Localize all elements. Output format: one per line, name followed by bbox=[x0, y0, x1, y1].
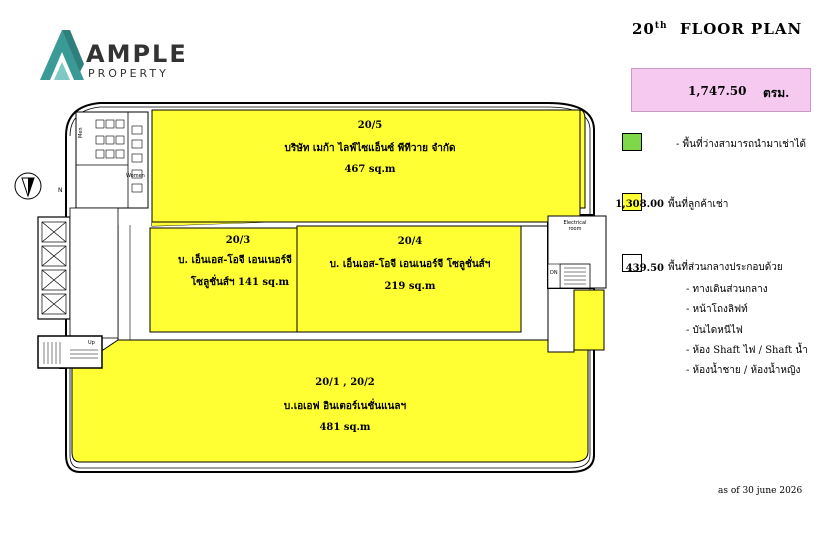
logo-subtitle: PROPERTY bbox=[88, 67, 169, 80]
common-item-corridor: - ทางเดินส่วนกลาง bbox=[686, 284, 768, 295]
room-men-label: Men bbox=[78, 127, 84, 138]
unit-20-1-tenant: บ.เอเอฟ อินเตอร์เนชั่นแนลฯ bbox=[283, 401, 407, 412]
unit-20-1-id: 20/1 , 20/2 bbox=[315, 377, 375, 388]
legend-swatch-leased bbox=[622, 193, 642, 211]
north-label: N bbox=[58, 187, 63, 194]
room-women-label: Women bbox=[126, 173, 145, 179]
unit-20-1-annex bbox=[573, 289, 605, 351]
common-item-lift-lobby: - หน้าโถงลิฟท์ bbox=[686, 304, 748, 315]
unit-20-5-tenant: บริษัท เมก้า ไลฟ์ไซแอ็นซ์ พีทีวาย จำกัด bbox=[284, 143, 456, 154]
legend-text-leased: พื้นที่ลูกค้าเช่า bbox=[668, 199, 729, 210]
legend-text-common: พื้นที่ส่วนกลางประกอบด้วย bbox=[668, 262, 783, 273]
unit-20-3-id: 20/3 bbox=[225, 235, 251, 246]
common-item-shaft: - ห้อง Shaft ไฟ / Shaft น้ำ bbox=[686, 345, 808, 356]
legend-swatch-common bbox=[622, 254, 642, 272]
unit-20-5-id: 20/5 bbox=[357, 120, 383, 131]
unit-20-4-area-label: 219 sq.m bbox=[384, 281, 436, 292]
unit-20-3-area bbox=[149, 227, 298, 333]
north-arrow-icon bbox=[14, 172, 42, 200]
ample-logo-icon bbox=[40, 30, 84, 80]
room-electrical-label: Electrical room bbox=[563, 220, 587, 232]
unit-20-3-tenant: บ. เอ็นเอส-โอจี เอนเนอร์จี bbox=[178, 255, 292, 266]
common-item-fire-stair: - บันไดหนีไฟ bbox=[686, 325, 743, 336]
stair-up-label: Up bbox=[88, 340, 95, 346]
as-of-date: as of 30 june 2026 bbox=[718, 486, 803, 496]
unit-20-4-area bbox=[296, 225, 522, 333]
unit-20-1-area-label: 481 sq.m bbox=[319, 422, 371, 433]
legend-text-available: - พื้นที่ว่างสามารถนำมาเช่าได้ bbox=[676, 139, 807, 150]
page-title: 20th FLOOR PLAN bbox=[632, 20, 803, 38]
total-area-value: 1,747.50 bbox=[688, 84, 747, 98]
logo-wordmark: AMPLE bbox=[86, 40, 188, 68]
legend-num-leased: 1,308.00 bbox=[615, 199, 664, 210]
unit-20-1-area bbox=[71, 339, 589, 463]
unit-20-4-tenant: บ. เอ็นเอส-โอจี เอนเนอร์จี โซลูชั่นส์ฯ bbox=[329, 259, 491, 270]
stair-dn-label: DN bbox=[550, 270, 558, 276]
total-area-unit: ตรม. bbox=[763, 86, 790, 100]
unit-20-5-area-label: 467 sq.m bbox=[344, 164, 396, 175]
unit-20-4-id: 20/4 bbox=[397, 236, 423, 247]
total-area-box bbox=[631, 68, 811, 112]
common-item-toilets: - ห้องน้ำชาย / ห้องน้ำหญิง bbox=[686, 365, 801, 376]
legend-swatch-available bbox=[622, 133, 642, 151]
legend-num-common: 439.50 bbox=[625, 263, 664, 274]
unit-20-3-area-label: โซลูชั่นส์ฯ 141 sq.m bbox=[190, 277, 290, 288]
